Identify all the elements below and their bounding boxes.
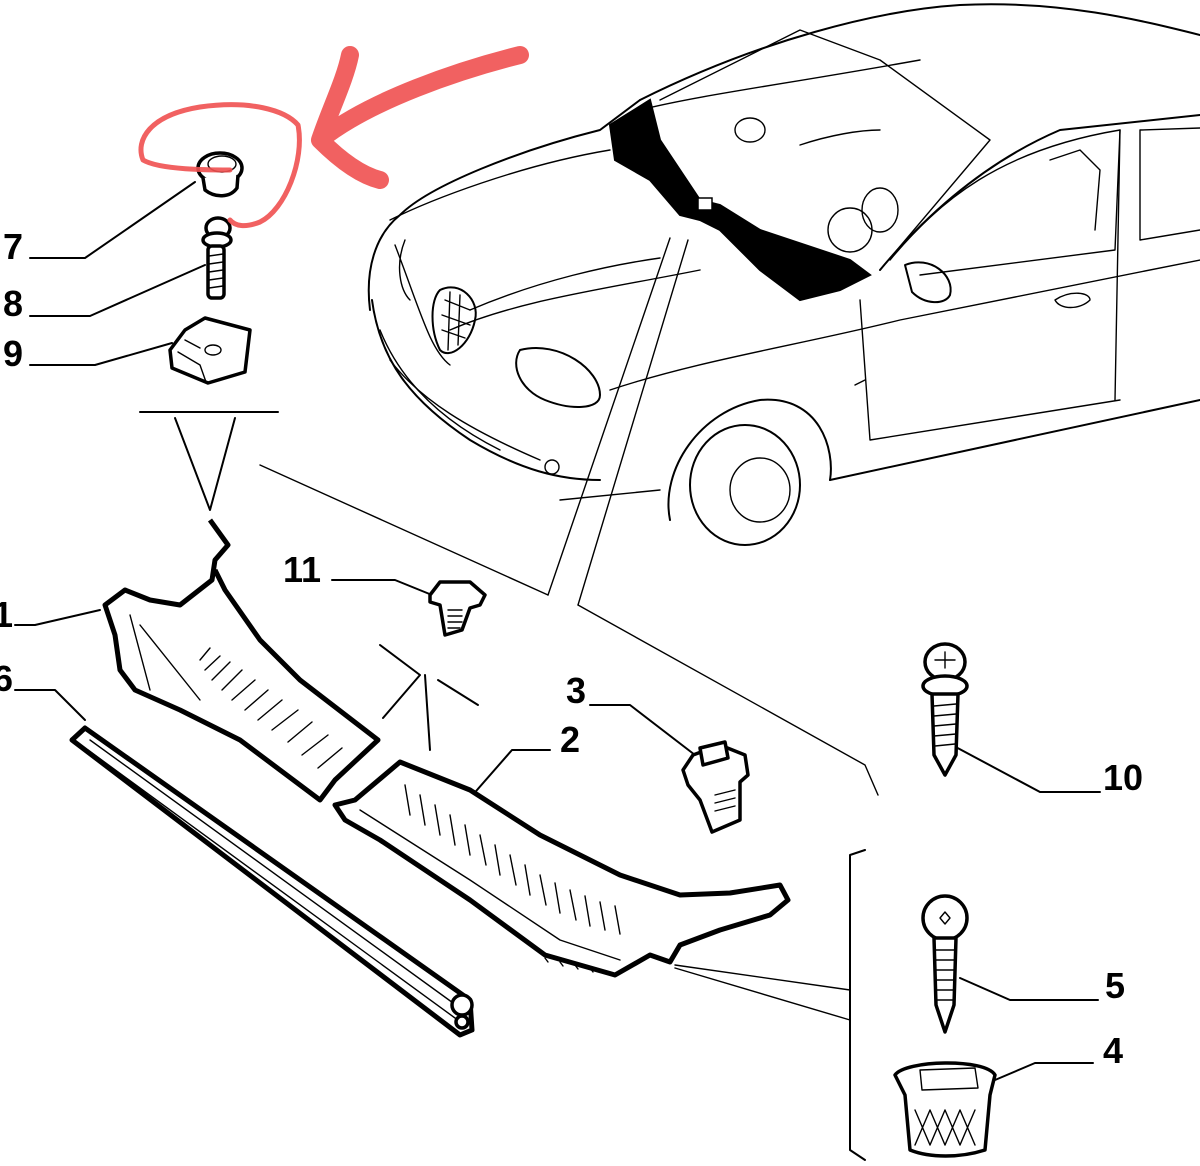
leader-lines [14,181,1101,1161]
leader-3 [589,704,696,756]
leader-7 [29,181,196,259]
leader-5 [959,977,1099,1001]
leader-10 [951,744,1101,793]
leader-2 [469,749,551,799]
label-4: 4 [1103,1030,1123,1071]
part-5-screw[interactable] [921,894,969,1034]
leader-11 [331,579,433,596]
label-6: 6 [0,658,13,699]
label-10: 10 [1103,757,1143,798]
highlight-circle [138,102,302,229]
label-11: 11 [283,549,321,590]
label-3: 3 [566,670,586,711]
part-3-clip[interactable] [681,740,750,834]
red-annotation [138,46,529,229]
label-1: 1 [0,594,13,635]
part-11-clip[interactable] [428,580,487,637]
label-8: 8 [3,283,23,324]
label-2: 2 [560,719,580,760]
part-4-insert-nut[interactable] [893,1061,997,1158]
part-2-cowl-panel-right[interactable] [332,759,791,978]
car-illustration [367,3,1200,546]
part-labels: 7 8 9 1 6 11 3 2 10 5 4 [0,226,1143,1071]
part-9-clip-nut[interactable] [168,316,252,385]
part-10-screw[interactable] [921,642,969,777]
leader-6 [14,689,86,721]
leader-8 [29,264,206,317]
part-1-cowl-panel-left[interactable] [102,518,381,803]
leader-4 [994,1062,1094,1081]
label-9: 9 [3,333,23,374]
part-7-cap-plug[interactable] [196,151,244,198]
leader-1 [14,609,101,626]
part-8-screw[interactable] [201,216,233,300]
part-6-sealing-strip[interactable] [69,725,475,1038]
label-7: 7 [3,226,23,267]
label-5: 5 [1105,965,1125,1006]
highlight-arrow [311,46,529,189]
leader-9 [29,342,173,366]
